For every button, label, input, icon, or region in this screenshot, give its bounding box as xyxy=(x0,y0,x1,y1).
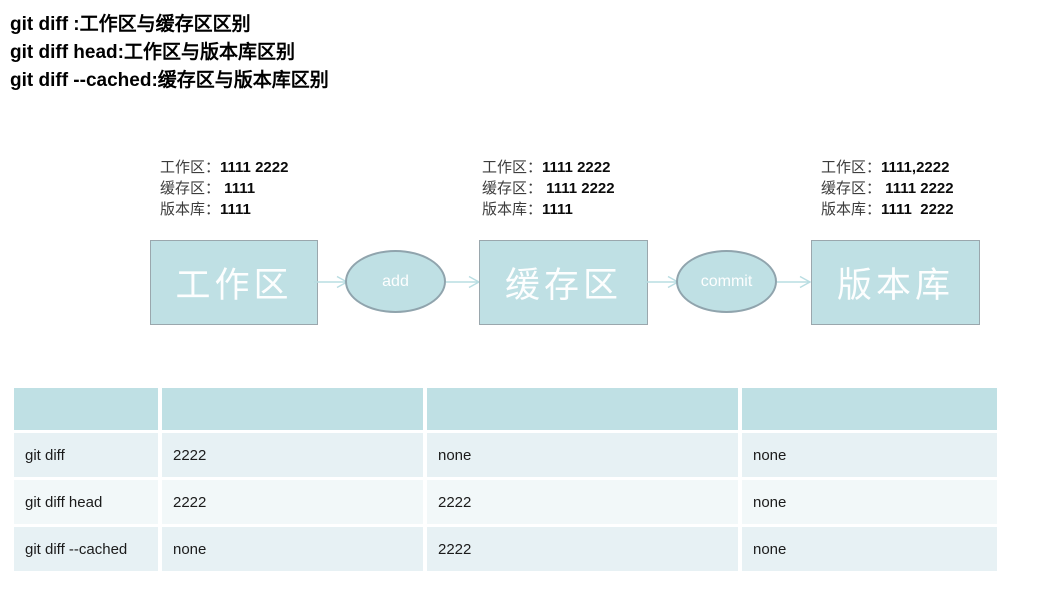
git-diff-heading: git diff :工作区与缓存区区别 git diff head:工作区与版本… xyxy=(10,11,329,95)
annotation-line: 版本库：1111 xyxy=(160,199,288,220)
annotation-value: 1111 xyxy=(542,201,573,218)
edge-commit: commit xyxy=(676,250,777,313)
heading-line-git-diff-cached: git diff --cached:缓存区与版本库区别 xyxy=(10,70,329,91)
annotation-line: 缓存区： 1111 xyxy=(160,178,288,199)
annotation-value: 1111 2222 xyxy=(881,180,954,197)
annotation-line: 工作区：1111 2222 xyxy=(482,157,615,178)
table-cell-value: none xyxy=(742,527,997,571)
annotation-stage-state: 工作区：1111 2222 缓存区： 1111 2222 版本库：1111 xyxy=(482,157,615,220)
arrow-right-icon xyxy=(446,275,480,289)
table-cell-value: 2222 xyxy=(427,527,738,571)
node-stage: 缓存区 xyxy=(479,240,648,325)
annotation-line: 工作区：1111,2222 xyxy=(821,157,954,178)
annotation-label: 版本库： xyxy=(482,201,543,218)
table-cell-value: none xyxy=(742,433,997,477)
table-cell-value: none xyxy=(742,480,997,524)
table-cell-command: git diff head xyxy=(14,480,158,524)
table-cell-value: 2222 xyxy=(427,480,738,524)
annotation-line: 工作区：1111 2222 xyxy=(160,157,288,178)
heading-line-git-diff: git diff :工作区与缓存区区别 xyxy=(10,14,251,35)
table-cell-command: git diff --cached xyxy=(14,527,158,571)
table-cell-value: 2222 xyxy=(162,480,423,524)
heading-line-git-diff-head: git diff head:工作区与版本库区别 xyxy=(10,42,295,63)
table-header-cell-repo xyxy=(742,388,997,430)
node-workspace: 工作区 xyxy=(150,240,318,325)
annotation-value: 1111 xyxy=(220,201,251,218)
annotation-value: 1111 2222 xyxy=(881,201,954,218)
annotation-repo-state: 工作区：1111,2222 缓存区： 1111 2222 版本库：1111 22… xyxy=(821,157,954,220)
annotation-value: 1111 2222 xyxy=(542,159,611,176)
annotation-label: 版本库： xyxy=(160,201,221,218)
edge-add-label: add xyxy=(382,272,409,290)
table-cell-command: git diff xyxy=(14,433,158,477)
annotation-value: 1111 2222 xyxy=(220,159,289,176)
table-cell-value: none xyxy=(427,433,738,477)
table-header-cell-workspace xyxy=(162,388,423,430)
annotation-label: 缓存区： xyxy=(482,180,543,197)
arrow-right-icon xyxy=(777,275,811,289)
table-cell-value: 2222 xyxy=(162,433,423,477)
annotation-label: 工作区： xyxy=(821,159,882,176)
node-workspace-label: 工作区 xyxy=(175,266,293,305)
arrow-right-icon xyxy=(645,275,679,289)
annotation-label: 工作区： xyxy=(160,159,221,176)
annotation-value: 1111 2222 xyxy=(542,180,615,197)
arrow-right-icon xyxy=(314,275,348,289)
table-header-cell-command xyxy=(14,388,158,430)
edge-commit-label: commit xyxy=(700,272,753,290)
node-repository: 版本库 xyxy=(811,240,980,325)
annotation-value: 1111,2222 xyxy=(881,159,950,176)
node-repository-label: 版本库 xyxy=(836,266,954,305)
annotation-line: 版本库：1111 2222 xyxy=(821,199,954,220)
annotation-label: 缓存区： xyxy=(160,180,221,197)
annotation-line: 缓存区： 1111 2222 xyxy=(821,178,954,199)
annotation-label: 缓存区： xyxy=(821,180,882,197)
edge-add: add xyxy=(345,250,446,313)
table-cell-value: none xyxy=(162,527,423,571)
node-stage-label: 缓存区 xyxy=(504,266,622,305)
annotation-line: 缓存区： 1111 2222 xyxy=(482,178,615,199)
annotation-line: 版本库：1111 xyxy=(482,199,615,220)
annotation-label: 工作区： xyxy=(482,159,543,176)
annotation-value: 1111 xyxy=(220,180,256,197)
annotation-workspace-state: 工作区：1111 2222 缓存区： 1111 版本库：1111 xyxy=(160,157,288,220)
table-header-cell-stage xyxy=(427,388,738,430)
git-diff-result-table: git diff 2222 none none git diff head 22… xyxy=(14,388,997,571)
annotation-label: 版本库： xyxy=(821,201,882,218)
